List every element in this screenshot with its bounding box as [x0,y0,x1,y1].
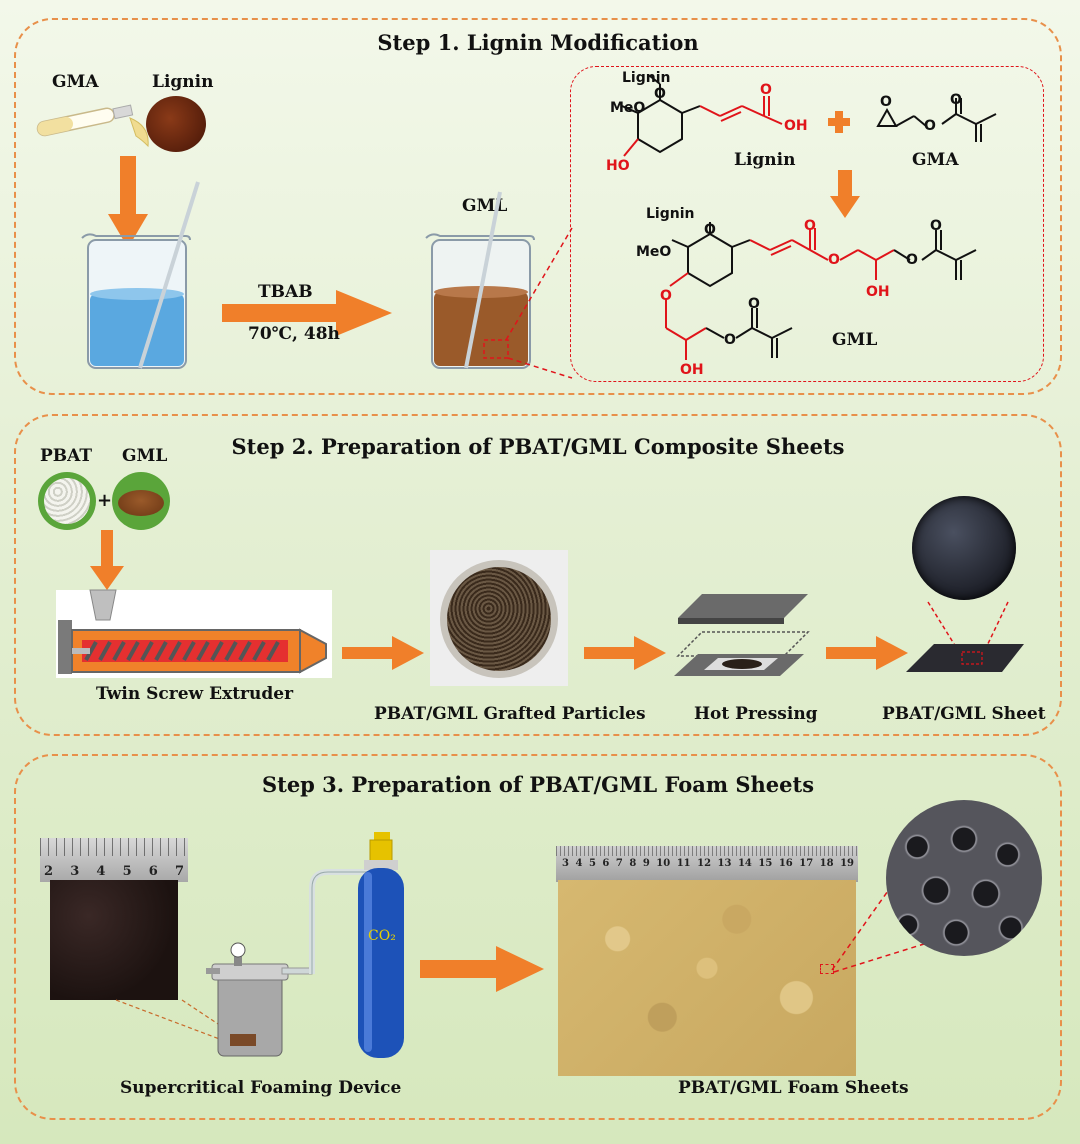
ruler-small-tick-5: 5 [122,864,132,879]
scheme-lignin-sub-bottom: Lignin [646,206,695,222]
ruler-large-tick-11: 11 [676,858,691,869]
dropper-icon [36,104,149,148]
scheme-o-acid: O [760,82,772,98]
scheme-meo-top: MeO [610,100,646,116]
scheme-o-ester: O [828,252,840,268]
co2-label: CO₂ [368,928,396,944]
ruler-small-tick-6: 6 [148,864,158,879]
scheme-lignin-sub-top: Lignin [622,70,671,86]
ruler-large-tick-17: 17 [799,858,814,869]
lignin-powder [146,96,206,152]
sem-foam-circle [886,800,1042,956]
reaction-arrow [222,290,392,336]
scheme-ho-top: HO [606,158,630,174]
pbat-sheet [906,601,1024,672]
device-label: Supercritical Foaming Device [120,1078,402,1098]
ruler-small-tick-7: 7 [174,864,184,879]
pressing-label: Hot Pressing [694,704,818,724]
ruler-large-tick-3: 3 [562,858,569,869]
arrow-to-particles [342,636,424,670]
scheme-o-left: O [724,332,736,348]
ruler-small-tick-4: 4 [96,864,106,879]
zoom-lines [505,227,573,379]
gma-label: GMA [52,72,99,92]
reaction-scheme [621,75,997,360]
scheme-gml-name: GML [832,330,878,350]
foaming-device [115,942,313,1057]
foam-label: PBAT/GML Foam Sheets [678,1078,909,1098]
gml-powder [112,472,170,530]
scheme-o-right: O [906,252,918,268]
ruler-large-tick-10: 10 [656,858,671,869]
down-arrow-2 [90,530,124,590]
plus-sign: + [97,490,113,511]
pbat-label: PBAT [40,446,93,466]
reaction-conditions: 70℃, 48h [248,324,340,344]
arrow-to-pressing [584,636,666,670]
arrow-to-sheet [826,636,908,670]
scheme-o-gma-ester: O [924,118,936,134]
extruder-label: Twin Screw Extruder [96,684,294,704]
scheme-o-right-carbonyl: O [930,218,942,234]
sheet-label: PBAT/GML Sheet [882,704,1046,724]
pbat-pellets [38,472,96,530]
beaker-gml [425,191,535,369]
ruler-large-tick-5: 5 [588,858,596,869]
hot-press-icon [674,594,810,676]
down-arrow [108,156,148,248]
scheme-o-gma-carbonyl: O [950,92,962,108]
ruler-large-tick-6: 6 [602,858,610,869]
ruler-large-tick-18: 18 [819,858,834,869]
ruler-large-tick-4: 4 [575,858,583,869]
scheme-meo-bottom: MeO [636,244,672,260]
step1-title: Step 1. Lignin Modification [377,30,699,55]
ruler-large-tick-15: 15 [758,858,773,869]
zoom-lines-foam [831,887,925,973]
twin-screw-extruder [56,589,332,678]
scheme-o-ether: O [660,288,672,304]
ruler-large-tick-14: 14 [737,858,752,869]
ruler-large-tick-8: 8 [629,858,637,869]
ruler-large-tick-13: 13 [717,858,732,869]
step2-panel: Step 2. Preparation of PBAT/GML Composit… [14,414,1062,736]
ruler-large-tick-9: 9 [642,858,650,869]
step3-title: Step 3. Preparation of PBAT/GML Foam She… [261,772,815,797]
reaction-agent: TBAB [258,282,313,302]
scheme-o-bottom: O [704,222,716,238]
particles-label: PBAT/GML Grafted Particles [374,704,646,724]
step2-title: Step 2. Preparation of PBAT/GML Composit… [231,434,845,459]
reaction-scheme-box [570,66,1044,382]
foam-sample-small [50,880,178,1000]
ruler-large-tick-16: 16 [778,858,793,869]
scheme-lignin-name: Lignin [734,150,796,170]
ruler-large-tick-12: 12 [697,858,712,869]
ruler-small-tick-2: 2 [44,864,54,879]
arrow-to-foam [420,946,544,992]
foam-sheet-photo [558,880,856,1076]
beaker-solution [81,181,200,369]
scheme-gma-name: GMA [912,150,959,170]
ruler-large-tick-7: 7 [615,858,623,869]
lignin-label: Lignin [152,72,214,92]
grafted-particles-photo [430,550,568,686]
scheme-o-top: O [654,86,666,102]
step3-panel: Step 3. Preparation of PBAT/GML Foam She… [14,754,1062,1120]
scheme-oh-2: OH [680,362,704,378]
scheme-o-epoxide: O [880,94,892,110]
scheme-o-left-carbonyl: O [748,296,760,312]
scheme-o-carbonyl: O [804,218,816,234]
ruler-small: 2 3 4 5 6 7 [40,838,188,882]
scheme-oh-acid: OH [784,118,808,134]
gml-label: GML [122,446,168,466]
scheme-oh-1: OH [866,284,890,300]
sem-sheet-circle [912,496,1016,600]
ruler-large-tick-19: 19 [840,858,854,869]
ruler-small-tick-3: 3 [70,864,80,879]
co2-cylinder [358,832,404,1058]
step1-panel: Step 1. Lignin Modification [14,18,1062,395]
